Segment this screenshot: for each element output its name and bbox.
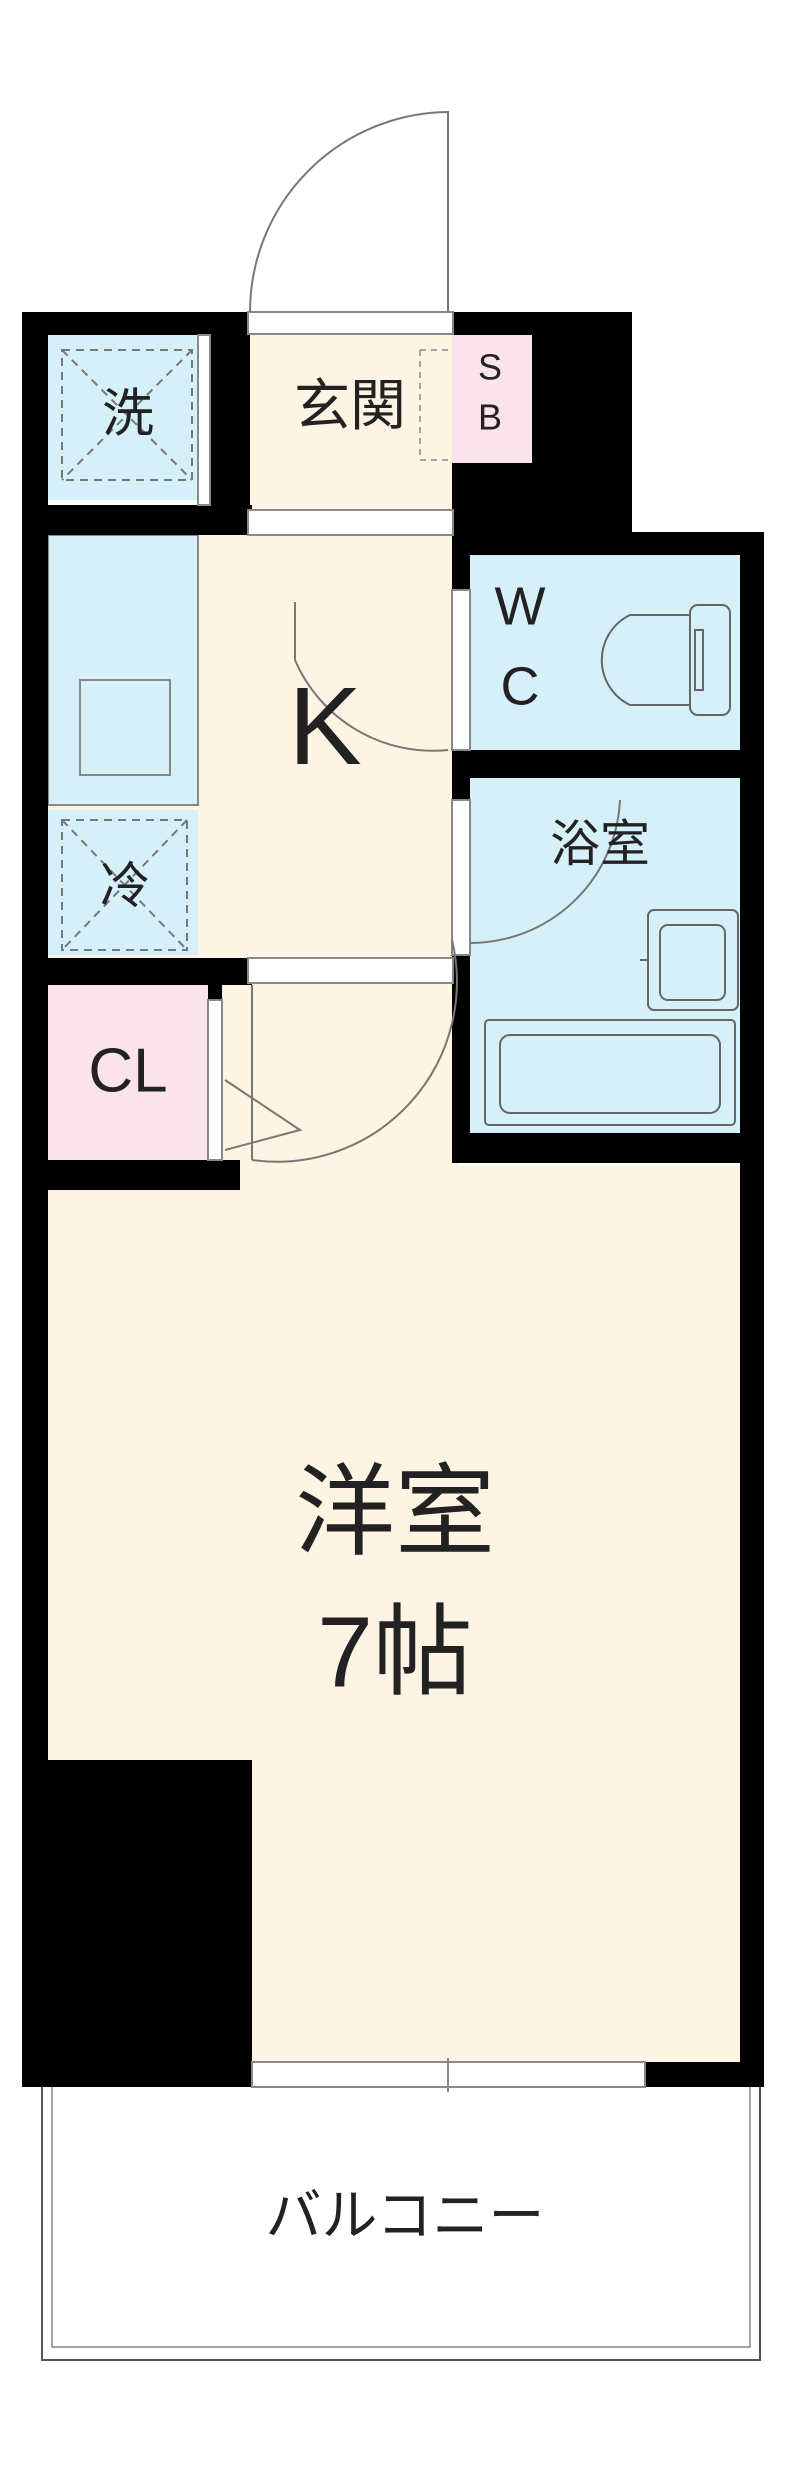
washer-cross-icon [61, 349, 193, 481]
hallway-floor [218, 965, 458, 1165]
closet-area [48, 985, 208, 1160]
closet-label: CL [88, 1036, 167, 1105]
entrance-label: 玄関 [294, 374, 406, 437]
washer-area [48, 335, 226, 500]
toilet-label-2: C [501, 656, 540, 716]
kitchen-label: K [288, 665, 361, 788]
toilet-icon [600, 604, 731, 716]
bathtub-icon [484, 1019, 736, 1126]
balcony-label: バルコニー [266, 2184, 545, 2247]
balcony-area [41, 2084, 761, 2361]
bathroom-label: 浴室 [550, 816, 650, 872]
openings [197, 311, 646, 2092]
sink-basin [79, 679, 171, 776]
washer-label: 洗 [102, 386, 154, 444]
shoe-box-label-2: B [478, 397, 502, 438]
fridge-label: 冷 [100, 858, 150, 914]
shoe-box-label-1: S [478, 347, 502, 388]
shoe-box-lines [419, 349, 452, 461]
toilet-label-1: W [495, 576, 546, 636]
walls [22, 312, 764, 2087]
door-swings [224, 110, 621, 1163]
washbasin-icon [640, 909, 739, 1011]
shoe-box-area [452, 333, 532, 463]
western-room-size-label: 7帖 [317, 1596, 473, 1708]
western-room-label: 洋室 [295, 1456, 495, 1568]
entrance-floor [248, 335, 453, 535]
fridge-cross-icon [61, 819, 188, 951]
